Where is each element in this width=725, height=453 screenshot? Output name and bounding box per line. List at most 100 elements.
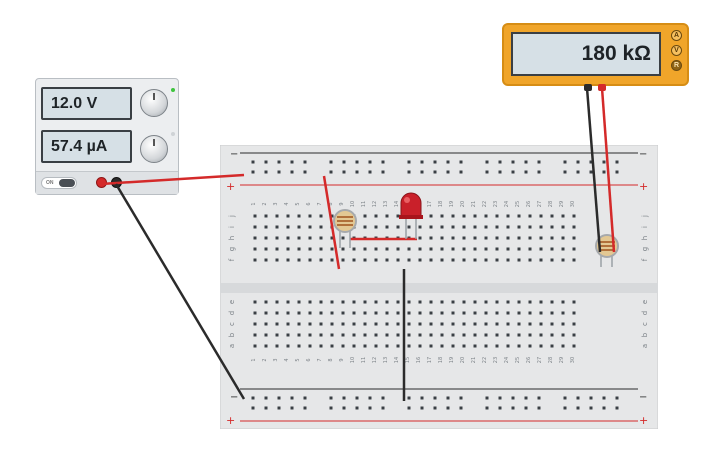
breadboard-hole[interactable] bbox=[433, 396, 437, 400]
breadboard-hole[interactable] bbox=[495, 236, 499, 240]
breadboard-hole[interactable] bbox=[451, 300, 455, 304]
breadboard-hole[interactable] bbox=[561, 247, 565, 251]
breadboard-hole[interactable] bbox=[275, 344, 279, 348]
breadboard-hole[interactable] bbox=[572, 311, 576, 315]
breadboard-hole[interactable] bbox=[440, 300, 444, 304]
breadboard-hole[interactable] bbox=[420, 396, 424, 400]
breadboard-hole[interactable] bbox=[385, 247, 389, 251]
breadboard-hole[interactable] bbox=[286, 322, 290, 326]
breadboard-hole[interactable] bbox=[602, 406, 606, 410]
breadboard-hole[interactable] bbox=[264, 333, 268, 337]
breadboard-hole[interactable] bbox=[330, 247, 334, 251]
breadboard-hole[interactable] bbox=[506, 236, 510, 240]
breadboard-hole[interactable] bbox=[418, 225, 422, 229]
breadboard-hole[interactable] bbox=[396, 333, 400, 337]
breadboard-hole[interactable] bbox=[418, 236, 422, 240]
breadboard-hole[interactable] bbox=[264, 396, 268, 400]
breadboard-hole[interactable] bbox=[572, 214, 576, 218]
breadboard-hole[interactable] bbox=[319, 333, 323, 337]
breadboard-hole[interactable] bbox=[561, 311, 565, 315]
breadboard-hole[interactable] bbox=[286, 311, 290, 315]
breadboard-hole[interactable] bbox=[381, 396, 385, 400]
breadboard-hole[interactable] bbox=[420, 406, 424, 410]
multimeter[interactable]: 180 kΩ A V R bbox=[502, 23, 689, 86]
breadboard-hole[interactable] bbox=[352, 333, 356, 337]
breadboard-hole[interactable] bbox=[615, 160, 619, 164]
breadboard-hole[interactable] bbox=[433, 406, 437, 410]
breadboard-hole[interactable] bbox=[264, 170, 268, 174]
breadboard-hole[interactable] bbox=[407, 406, 411, 410]
breadboard-hole[interactable] bbox=[440, 236, 444, 240]
breadboard-hole[interactable] bbox=[539, 236, 543, 240]
breadboard-hole[interactable] bbox=[561, 214, 565, 218]
breadboard-hole[interactable] bbox=[576, 396, 580, 400]
breadboard-hole[interactable] bbox=[528, 258, 532, 262]
breadboard-hole[interactable] bbox=[517, 322, 521, 326]
breadboard-hole[interactable] bbox=[374, 247, 378, 251]
breadboard-hole[interactable] bbox=[517, 214, 521, 218]
breadboard-hole[interactable] bbox=[396, 344, 400, 348]
breadboard-hole[interactable] bbox=[303, 170, 307, 174]
breadboard-hole[interactable] bbox=[385, 225, 389, 229]
breadboard-hole[interactable] bbox=[374, 258, 378, 262]
breadboard-hole[interactable] bbox=[341, 300, 345, 304]
breadboard-hole[interactable] bbox=[363, 247, 367, 251]
breadboard-hole[interactable] bbox=[253, 300, 257, 304]
breadboard-hole[interactable] bbox=[407, 344, 411, 348]
breadboard-hole[interactable] bbox=[275, 300, 279, 304]
breadboard-hole[interactable] bbox=[308, 311, 312, 315]
breadboard-hole[interactable] bbox=[363, 214, 367, 218]
breadboard-hole[interactable] bbox=[459, 160, 463, 164]
breadboard-hole[interactable] bbox=[275, 258, 279, 262]
breadboard-hole[interactable] bbox=[576, 406, 580, 410]
breadboard-hole[interactable] bbox=[517, 236, 521, 240]
breadboard-hole[interactable] bbox=[563, 406, 567, 410]
breadboard-hole[interactable] bbox=[572, 300, 576, 304]
breadboard-hole[interactable] bbox=[589, 406, 593, 410]
breadboard-hole[interactable] bbox=[589, 160, 593, 164]
breadboard-hole[interactable] bbox=[528, 247, 532, 251]
breadboard-hole[interactable] bbox=[429, 236, 433, 240]
voltage-knob[interactable] bbox=[140, 89, 168, 117]
breadboard-hole[interactable] bbox=[355, 170, 359, 174]
breadboard-hole[interactable] bbox=[498, 170, 502, 174]
breadboard-hole[interactable] bbox=[506, 311, 510, 315]
breadboard-hole[interactable] bbox=[374, 311, 378, 315]
breadboard-hole[interactable] bbox=[589, 396, 593, 400]
breadboard-hole[interactable] bbox=[341, 311, 345, 315]
breadboard-hole[interactable] bbox=[517, 225, 521, 229]
breadboard-hole[interactable] bbox=[341, 236, 345, 240]
breadboard-hole[interactable] bbox=[524, 406, 528, 410]
breadboard-hole[interactable] bbox=[297, 258, 301, 262]
breadboard-hole[interactable] bbox=[550, 258, 554, 262]
breadboard-hole[interactable] bbox=[576, 160, 580, 164]
breadboard-hole[interactable] bbox=[462, 247, 466, 251]
breadboard-hole[interactable] bbox=[368, 160, 372, 164]
breadboard-hole[interactable] bbox=[396, 247, 400, 251]
breadboard-hole[interactable] bbox=[451, 247, 455, 251]
breadboard-hole[interactable] bbox=[537, 160, 541, 164]
breadboard-hole[interactable] bbox=[363, 311, 367, 315]
breadboard-hole[interactable] bbox=[462, 214, 466, 218]
breadboard-hole[interactable] bbox=[528, 214, 532, 218]
led[interactable] bbox=[400, 192, 422, 218]
breadboard-hole[interactable] bbox=[330, 311, 334, 315]
breadboard-hole[interactable] bbox=[253, 311, 257, 315]
breadboard-hole[interactable] bbox=[572, 344, 576, 348]
breadboard-hole[interactable] bbox=[462, 236, 466, 240]
breadboard-hole[interactable] bbox=[528, 333, 532, 337]
breadboard-hole[interactable] bbox=[330, 214, 334, 218]
breadboard-hole[interactable] bbox=[440, 311, 444, 315]
breadboard-hole[interactable] bbox=[319, 236, 323, 240]
breadboard-hole[interactable] bbox=[286, 225, 290, 229]
breadboard-hole[interactable] bbox=[506, 344, 510, 348]
breadboard-hole[interactable] bbox=[451, 214, 455, 218]
positive-terminal[interactable] bbox=[96, 177, 107, 188]
breadboard-hole[interactable] bbox=[308, 214, 312, 218]
multimeter-red-probe[interactable] bbox=[598, 84, 606, 91]
breadboard-hole[interactable] bbox=[473, 225, 477, 229]
breadboard-hole[interactable] bbox=[602, 160, 606, 164]
breadboard-hole[interactable] bbox=[484, 311, 488, 315]
breadboard-hole[interactable] bbox=[330, 258, 334, 262]
breadboard-hole[interactable] bbox=[484, 333, 488, 337]
